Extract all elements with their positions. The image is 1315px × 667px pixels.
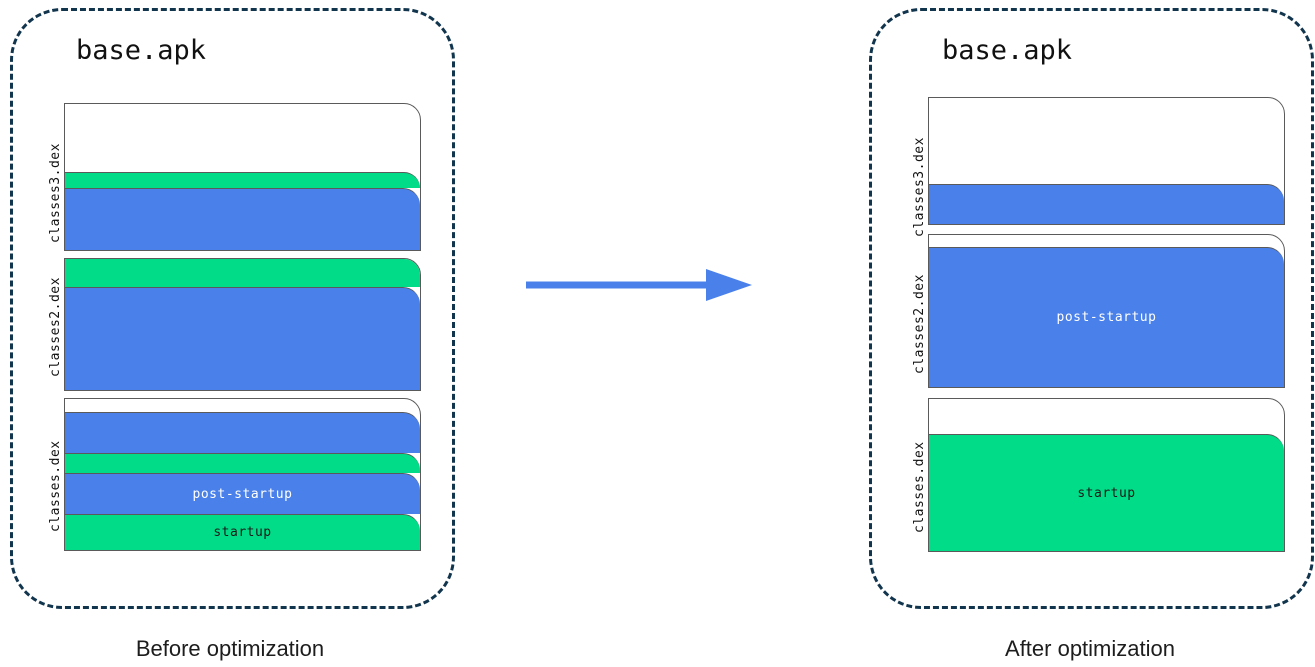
dex-box-classes3-after bbox=[928, 97, 1285, 225]
apk-container-after bbox=[869, 8, 1314, 609]
dex-layer-post-startup bbox=[65, 188, 420, 250]
dex-layer-post-startup bbox=[65, 412, 420, 453]
dex-layer-post-startup: post-startup bbox=[929, 247, 1284, 387]
dex-box-classes3-before bbox=[64, 103, 421, 251]
dex-layer-post-startup: post-startup bbox=[65, 473, 420, 514]
dex-box-classes-before: post-startup startup bbox=[64, 398, 421, 551]
dex-layer-startup: startup bbox=[929, 434, 1284, 551]
dex-label-classes2: classes2.dex bbox=[48, 277, 63, 377]
dex-layer-startup bbox=[65, 172, 420, 188]
dex-label-classes: classes.dex bbox=[912, 441, 927, 533]
dex-layer-startup: startup bbox=[65, 514, 420, 550]
dex-box-classes2-before bbox=[64, 258, 421, 391]
apk-title-before: base.apk bbox=[76, 35, 207, 66]
dex-layer-label: startup bbox=[213, 525, 272, 540]
dex-label-classes2: classes2.dex bbox=[912, 274, 927, 374]
dex-layer-label: startup bbox=[1077, 485, 1136, 501]
dex-label-classes: classes.dex bbox=[48, 440, 63, 532]
dex-label-classes3: classes3.dex bbox=[48, 143, 63, 243]
caption-before: Before optimization bbox=[135, 636, 325, 661]
apk-title-after: base.apk bbox=[942, 35, 1073, 66]
caption-after: After optimization bbox=[1005, 636, 1175, 661]
apk-container-before bbox=[10, 8, 455, 609]
dex-box-classes-after: startup bbox=[928, 398, 1285, 552]
dex-box-classes2-after: post-startup bbox=[928, 234, 1285, 388]
dex-label-classes3: classes3.dex bbox=[912, 137, 927, 237]
transformation-arrow bbox=[520, 262, 760, 308]
dex-layer-post-startup bbox=[65, 287, 420, 390]
dex-layer-post-startup bbox=[929, 184, 1284, 224]
dex-layer-startup bbox=[65, 453, 420, 473]
dex-layer-startup bbox=[65, 259, 420, 287]
dex-layer-label: post-startup bbox=[192, 486, 293, 502]
arrow-right-icon bbox=[526, 269, 752, 301]
dex-layer-label: post-startup bbox=[1056, 310, 1157, 325]
